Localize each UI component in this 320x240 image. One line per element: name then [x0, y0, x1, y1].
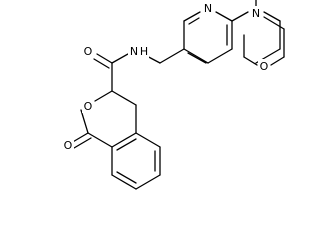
bond-camide-oamide-b: [93, 58, 110, 69]
bond-pyr-nmorph: [231, 11, 249, 22]
bond-pyr-c4-c5: [207, 48, 233, 64]
morpholine-ring: [243, 16, 285, 66]
bond-c4-c3: [111, 90, 137, 106]
bond-benzene-2-inner: [116, 171, 137, 184]
morph-o-cc: [243, 56, 258, 66]
bond-pyr-n-c2: [183, 11, 201, 22]
bond-pyr-c3-c4-inner: [187, 52, 207, 64]
bond-morph-2: [263, 11, 281, 22]
bond-benzene-3: [135, 174, 161, 190]
atom-labels: O O O N H N N O: [62, 1, 270, 152]
atom-h-amide: H: [140, 45, 148, 58]
bond-camide-oamide-a: [96, 53, 113, 64]
morph-n-ca: [263, 16, 285, 30]
bond-oring-c1: [80, 109, 89, 134]
bond-pyr-c6-n: [215, 11, 233, 22]
bond-pyr-n-c2-inner: [188, 17, 200, 25]
bond-camide-namide: [111, 53, 129, 64]
atom-n-amide: N: [130, 45, 138, 58]
atom-o-morpholine: O: [260, 60, 269, 73]
molecule-structure: O O O N H N N O: [62, 0, 285, 190]
bond-c3-oring: [94, 90, 113, 102]
morph-cb-o: [270, 56, 285, 66]
bond-c1-ocarbonyl-b: [73, 137, 92, 149]
atom-o-carbonyl: O: [64, 139, 73, 152]
atom-n-morpholine: N: [252, 7, 260, 20]
bond-ch2-pyridine: [159, 48, 185, 64]
bond-benzene-6-inner: [116, 138, 137, 151]
atom-o-ring: O: [84, 100, 93, 113]
bond-benzene-5: [135, 132, 161, 148]
atom-o-amide: O: [84, 45, 93, 58]
bond-benzene-6: [111, 132, 137, 148]
bond-c1-c8a: [87, 132, 113, 148]
bond-pyr-c3-c4: [183, 48, 209, 64]
bonds: [70, 0, 281, 190]
atom-n-pyridine: N: [204, 2, 212, 15]
bond-benzene-2: [111, 174, 137, 190]
